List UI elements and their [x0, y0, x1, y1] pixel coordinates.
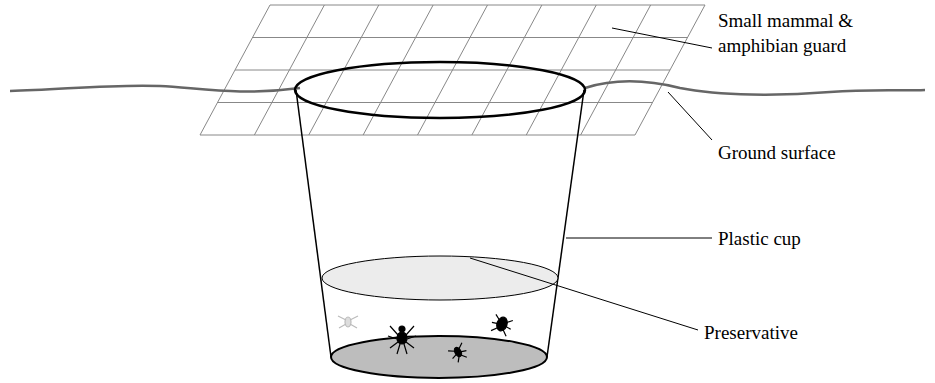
- cup-wall: [296, 90, 331, 357]
- part-label: Plastic cup: [718, 226, 928, 251]
- mesh-line: [270, 5, 705, 6]
- part-label: Preservative: [704, 320, 929, 345]
- insects: [338, 314, 514, 364]
- part-label: Ground surface: [718, 140, 928, 165]
- mesh-line: [253, 37, 688, 38]
- guard-mesh: [200, 5, 705, 135]
- cup-bottom: [331, 336, 547, 378]
- mesh-line: [218, 102, 653, 103]
- part-label: Small mammal & amphibian guard: [718, 8, 918, 58]
- ground-surface-line: [585, 81, 925, 94]
- mesh-line: [200, 135, 635, 136]
- leader-lines: [470, 28, 712, 330]
- cup-wall: [547, 90, 584, 357]
- preservative-surface: [322, 256, 558, 300]
- mesh-line: [235, 70, 670, 71]
- cup-rim: [295, 62, 585, 118]
- ground-surface-line: [10, 86, 300, 92]
